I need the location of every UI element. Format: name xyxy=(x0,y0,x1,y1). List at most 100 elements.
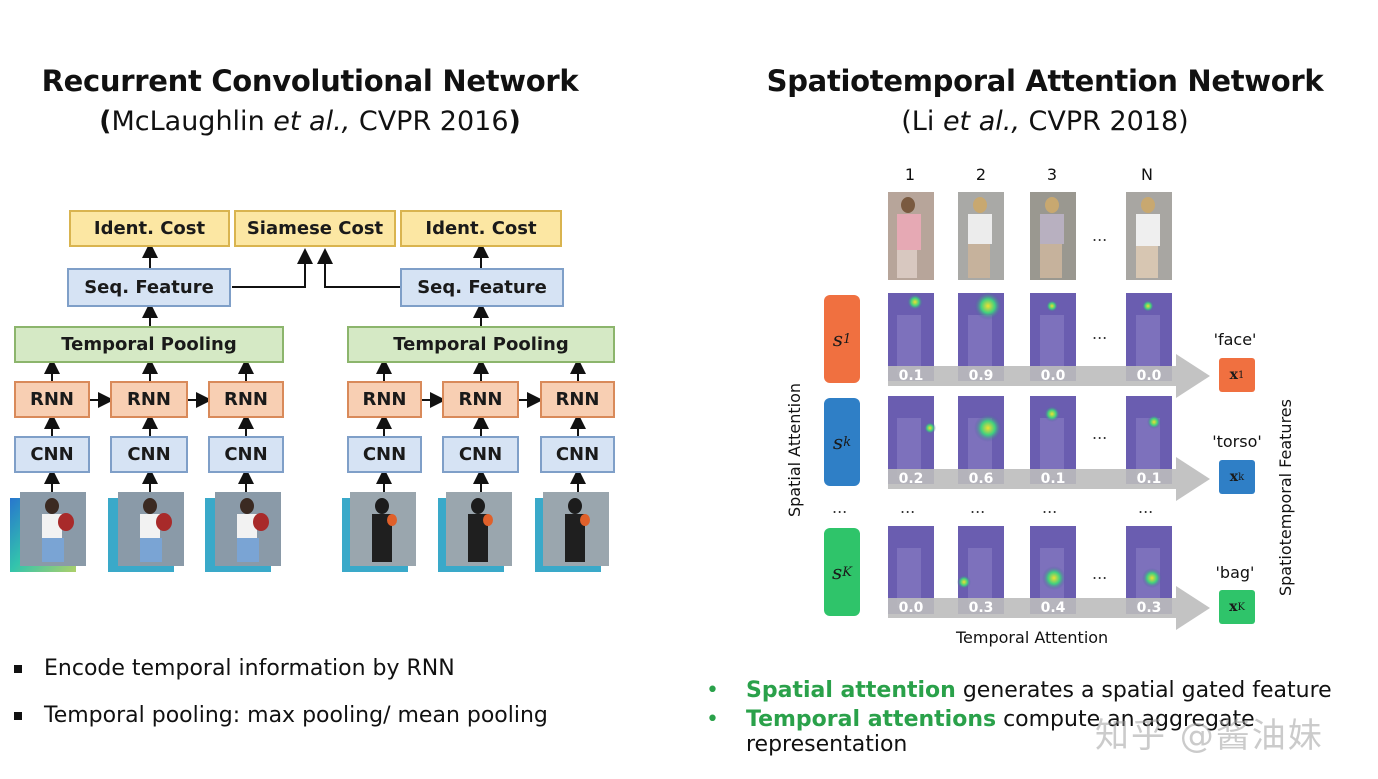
cnn-box: CNN xyxy=(208,436,284,473)
temporal-weight: 0.0 xyxy=(1040,368,1066,384)
bullet-square-icon xyxy=(14,711,22,720)
ellipsis: ... xyxy=(1092,226,1108,245)
cnn-box: CNN xyxy=(110,436,188,473)
watermark: 知乎 @酱油妹 xyxy=(1095,716,1324,756)
temporal-weight: 0.4 xyxy=(1040,600,1066,616)
cnn-box: CNN xyxy=(14,436,90,473)
bullet-square-icon xyxy=(14,664,22,673)
s-label: s xyxy=(832,327,843,351)
x-label: x xyxy=(1229,367,1238,383)
right-subtitle: (Li et al., CVPR 2018) xyxy=(760,106,1330,137)
bullet-dot-icon: • xyxy=(706,678,719,703)
ellipsis: ... xyxy=(1042,498,1058,517)
right-subtitle-etal: et al., xyxy=(942,106,1020,137)
frame-label: N xyxy=(1141,165,1153,184)
temporal-weight: 0.0 xyxy=(898,600,924,616)
temporal-weight: 0.0 xyxy=(1136,368,1162,384)
frame-label: 3 xyxy=(1046,165,1058,184)
ellipsis: ... xyxy=(832,498,848,517)
s-sub: 1 xyxy=(842,331,852,347)
ellipsis: ... xyxy=(900,498,916,517)
right-title: Spatiotemporal Attention Network xyxy=(766,64,1324,98)
cnn-box: CNN xyxy=(442,436,519,473)
cnn-box: CNN xyxy=(540,436,615,473)
bullet-rest: generates a spatial gated feature xyxy=(955,678,1332,703)
bullet-dot-icon: • xyxy=(706,707,719,732)
seq-feature-left: Seq. Feature xyxy=(67,268,231,307)
temporal-weight: 0.1 xyxy=(1136,471,1162,487)
x-sub: k xyxy=(1238,471,1245,483)
rnn-box: RNN xyxy=(540,381,615,418)
ellipsis: ... xyxy=(970,498,986,517)
ellipsis: ... xyxy=(1092,324,1108,343)
temporal-weight: 0.9 xyxy=(968,368,994,384)
right-subtitle-open: (Li xyxy=(901,106,943,137)
ellipsis: ... xyxy=(1138,498,1154,517)
left-subtitle-close: ) xyxy=(508,106,521,137)
part-label: 'face' xyxy=(1213,330,1257,349)
s-label: s xyxy=(832,430,844,454)
spatial-attention-label: Spatial Attention xyxy=(785,382,804,517)
bullet-text: Temporal pooling: max pooling/ mean pool… xyxy=(44,703,548,728)
temporal-attention-label: Temporal Attention xyxy=(956,628,1109,647)
bullet-highlight: Spatial attention xyxy=(746,678,956,703)
left-subtitle-authors: McLaughlin xyxy=(111,106,274,137)
temporal-weight: 0.1 xyxy=(898,368,924,384)
bullet-rest: compute an aggregate xyxy=(996,707,1255,732)
s-sub: k xyxy=(843,434,852,450)
bullet-text: Spatial attention generates a spatial ga… xyxy=(746,678,1332,703)
left-subtitle-etal: et al., xyxy=(273,106,351,137)
cnn-box: CNN xyxy=(347,436,422,473)
s-label: s xyxy=(832,560,843,584)
rnn-box: RNN xyxy=(208,381,284,418)
left-bullets: Encode temporal information by RNN Tempo… xyxy=(14,656,548,750)
x-label: x xyxy=(1229,599,1238,615)
rnn-box: RNN xyxy=(347,381,422,418)
ident-cost-left: Ident. Cost xyxy=(69,210,230,247)
left-subtitle-venue: CVPR 2016 xyxy=(350,106,509,137)
part-label: 'torso' xyxy=(1212,432,1262,451)
temporal-weight: 0.1 xyxy=(1040,471,1066,487)
part-label: 'bag' xyxy=(1215,563,1255,582)
temporal-pooling-right: Temporal Pooling xyxy=(347,326,615,363)
frame-label: 1 xyxy=(904,165,916,184)
ellipsis: ... xyxy=(1092,564,1108,583)
temporal-weight: 0.3 xyxy=(968,600,994,616)
right-bullets: • Spatial attention generates a spatial … xyxy=(706,678,1366,761)
siamese-cost: Siamese Cost xyxy=(234,210,396,247)
x-sub: K xyxy=(1237,601,1245,613)
bullet-text: Temporal attentions compute an aggregate… xyxy=(746,707,1255,757)
list-item: Temporal pooling: max pooling/ mean pool… xyxy=(14,703,548,728)
spatiotemporal-features-label: Spatiotemporal Features xyxy=(1276,399,1295,596)
rnn-box: RNN xyxy=(14,381,90,418)
s-sub: K xyxy=(842,564,852,580)
temporal-pooling-left: Temporal Pooling xyxy=(14,326,284,363)
left-subtitle: (McLaughlin et al., CVPR 2016) xyxy=(30,106,590,137)
list-item: Encode temporal information by RNN xyxy=(14,656,548,681)
x-label: x xyxy=(1229,469,1239,485)
left-title: Recurrent Convolutional Network xyxy=(41,64,579,98)
right-subtitle-rest: CVPR 2018) xyxy=(1019,106,1189,137)
left-subtitle-open: ( xyxy=(99,106,112,137)
bullet-rest-line2: representation xyxy=(746,732,908,757)
temporal-weight: 0.2 xyxy=(898,471,924,487)
rnn-box: RNN xyxy=(442,381,519,418)
temporal-weight: 0.3 xyxy=(1136,600,1162,616)
temporal-weight: 0.6 xyxy=(968,471,994,487)
bullet-text: Encode temporal information by RNN xyxy=(44,656,455,681)
bullet-highlight: Temporal attentions xyxy=(746,707,997,732)
ellipsis: ... xyxy=(1092,424,1108,443)
rnn-box: RNN xyxy=(110,381,188,418)
seq-feature-right: Seq. Feature xyxy=(400,268,564,307)
list-item: • Temporal attentions compute an aggrega… xyxy=(706,707,1366,757)
x-sub: 1 xyxy=(1237,369,1245,381)
list-item: • Spatial attention generates a spatial … xyxy=(706,678,1366,703)
